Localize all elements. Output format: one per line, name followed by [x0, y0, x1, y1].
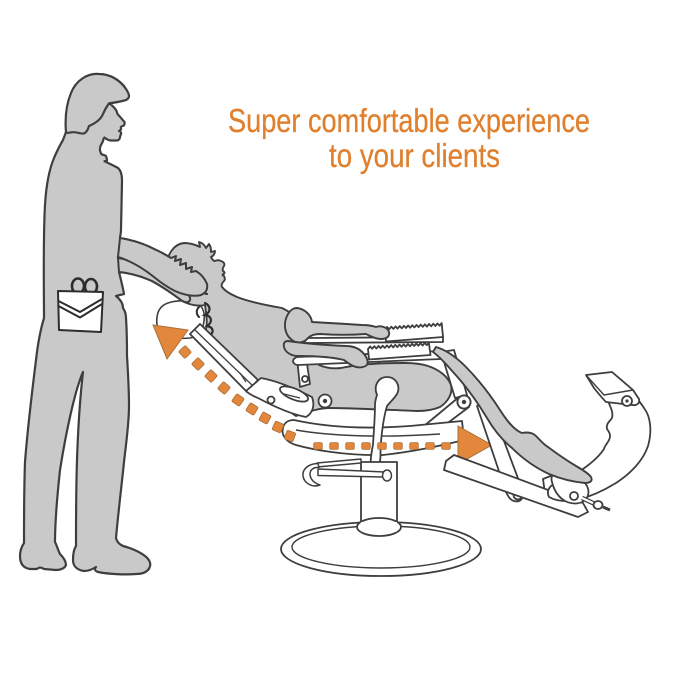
svg-text:Super comfortable experience: Super comfortable experience — [228, 102, 590, 139]
svg-text:to your clients: to your clients — [329, 137, 500, 174]
